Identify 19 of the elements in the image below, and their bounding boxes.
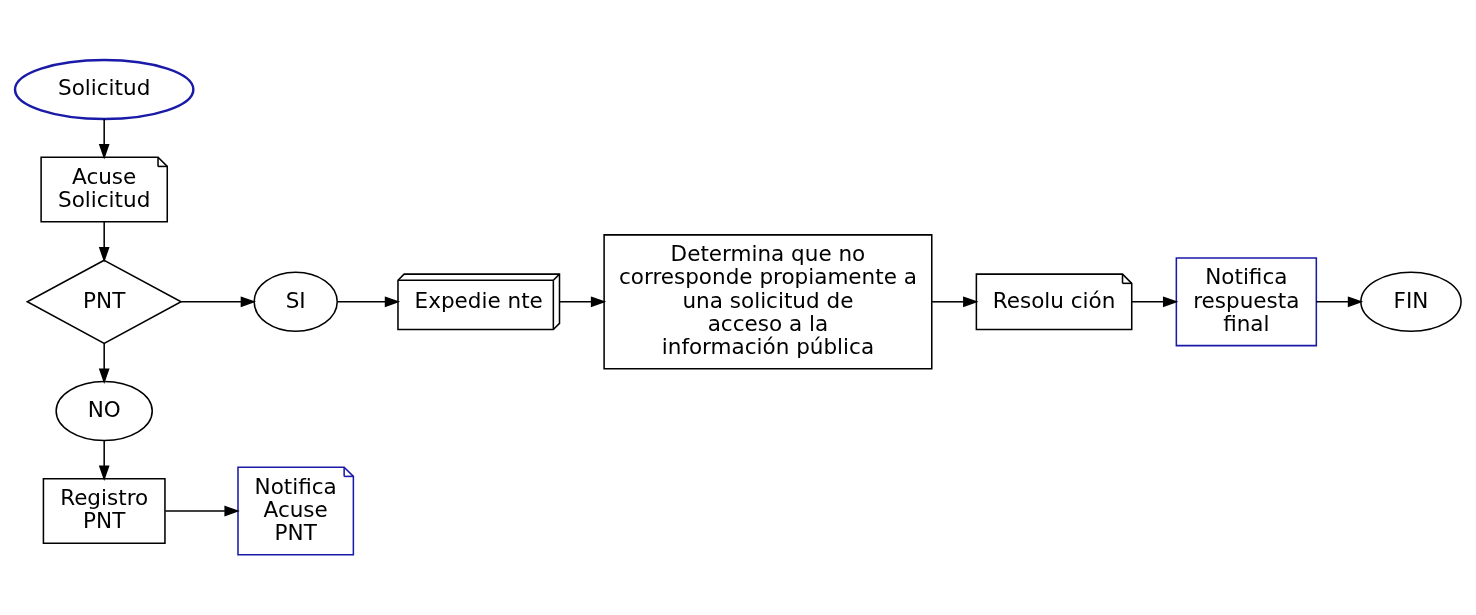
arrow	[336, 296, 401, 308]
node-ellipse: Solicitud	[13, 58, 195, 121]
arrow	[1315, 296, 1364, 308]
node-diamond: PNT	[25, 259, 183, 345]
arrow	[931, 296, 979, 308]
arrow	[180, 296, 257, 308]
arrow	[559, 296, 607, 308]
arrow	[98, 342, 110, 384]
arrow	[98, 439, 110, 481]
node-ellipse: NO	[55, 380, 153, 442]
node-box: Notifica respuesta final	[1175, 257, 1318, 347]
arrow	[98, 221, 110, 263]
node-ellipse: FIN	[1360, 271, 1462, 333]
arrow	[1131, 296, 1179, 308]
node-box: Registro PNT	[42, 477, 166, 545]
arrow	[164, 505, 240, 517]
arrow	[98, 118, 110, 160]
node-box: Determina que no corresponde propiamente a una solicitud de acceso a la información pública	[603, 234, 933, 370]
node-ellipse: SI	[253, 271, 338, 333]
